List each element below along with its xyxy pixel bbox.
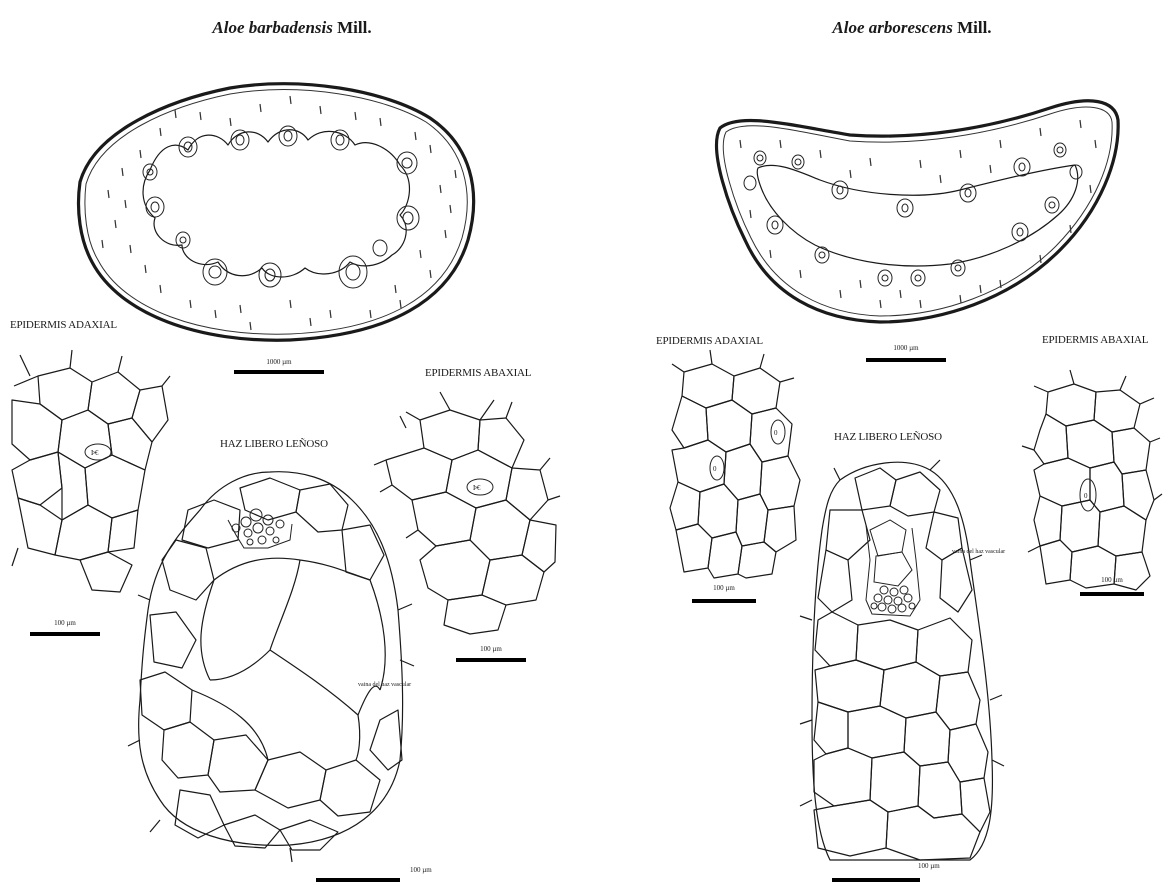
svg-text:0: 0 [1084,492,1088,500]
left-adaxial-scale-label: 100 µm [54,619,76,627]
right-bundle-annotation: vaina del haz vascular [952,549,1005,555]
right-abaxial-scale-label: 100 µm [1101,576,1123,584]
svg-text:Þ€: Þ€ [91,449,99,457]
right-adaxial-label: EPIDERMIS ADAXIAL [656,335,763,347]
left-adaxial-label: EPIDERMIS ADAXIAL [10,319,117,331]
right-abaxial-epidermis: EPIDERMIS ABAXIAL [1022,334,1162,594]
svg-text:0: 0 [713,465,717,473]
left-title: Aloe barbadensis Mill. [211,18,371,37]
left-title-genus: Aloe barbadensis [211,18,333,37]
left-phloem-cluster [228,509,292,548]
left-title-author: Mill. [337,18,371,37]
right-adaxial-epidermis: EPIDERMIS ADAXIAL [656,335,800,601]
left-abaxial-scale-label: 100 µm [480,645,502,653]
left-adaxial-epidermis: EPIDERMIS ADAXIAL Þ€ [10,319,170,634]
right-bundle-scale-label: 100 µm [918,862,940,870]
right-cross-section-scale-label: 1000 µm [893,344,919,352]
right-mesophyll-hatch [740,120,1096,308]
right-vascular-bundle-detail: HAZ LIBERO LEÑOSO [800,431,1005,880]
left-vascular-bundle-detail: HAZ LIBERO LEÑOSO [128,438,432,880]
right-leaf-cross-section: 1000 µm [717,101,1119,360]
left-leaf-cross-section: 1000 µm [79,84,474,372]
left-panel: Aloe barbadensis Mill. [10,18,560,880]
right-phloem-cluster [866,520,920,616]
right-title-author: Mill. [957,18,991,37]
left-bundle-label: HAZ LIBERO LEÑOSO [220,438,328,450]
left-bundle-scale-label: 100 µm [410,866,432,874]
left-cross-section-scale-label: 1000 µm [266,358,292,366]
right-bundle-label: HAZ LIBERO LEÑOSO [834,431,942,443]
right-panel: Aloe arborescens Mill. [656,18,1162,880]
left-abaxial-epidermis: EPIDERMIS ABAXIAL Þ€ [374,367,560,660]
right-abaxial-label: EPIDERMIS ABAXIAL [1042,334,1149,346]
right-adaxial-scale-label: 100 µm [713,584,735,592]
svg-text:Þ€: Þ€ [473,484,481,492]
right-vascular-bundles [744,143,1082,286]
left-mesophyll-hatch [102,96,456,330]
svg-text:0: 0 [774,429,778,437]
left-bundle-annotation: vaina del haz vascular [358,682,411,688]
right-title: Aloe arborescens Mill. [831,18,991,37]
right-title-genus: Aloe arborescens [831,18,953,37]
left-abaxial-label: EPIDERMIS ABAXIAL [425,367,532,379]
